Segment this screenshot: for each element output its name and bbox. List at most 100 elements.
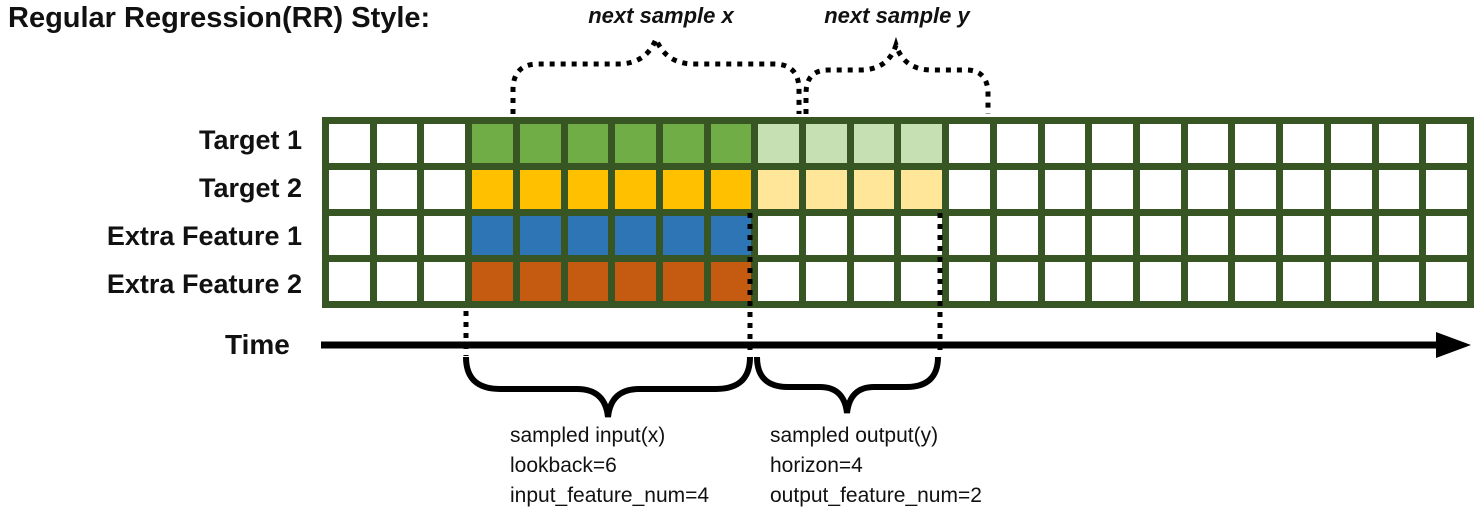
grid-cell bbox=[901, 216, 943, 255]
lookback-value: lookback=6 bbox=[510, 454, 617, 477]
row-label-target-1: Target 1 bbox=[198, 125, 302, 156]
grid-cell bbox=[615, 124, 656, 163]
grid-cell bbox=[758, 170, 800, 209]
grid-cell bbox=[1187, 262, 1229, 301]
grid-cell bbox=[519, 216, 561, 255]
grid-cell bbox=[1378, 170, 1420, 209]
grid-cell bbox=[996, 262, 1038, 301]
row-label-extra-feature-2: Extra Feature 2 bbox=[106, 268, 302, 299]
grid-cell bbox=[806, 262, 847, 301]
grid-cell bbox=[662, 262, 704, 301]
next-sample-y-label: next sample y bbox=[824, 3, 970, 28]
grid-cell bbox=[1330, 124, 1372, 163]
sampled-input-title: sampled input(x) bbox=[510, 424, 666, 447]
grid-cell bbox=[853, 262, 895, 301]
row-labels: Target 1 Target 2 Extra Feature 1 Extra … bbox=[0, 117, 310, 308]
next-sample-x-brace bbox=[510, 32, 802, 114]
grid-cell bbox=[1330, 262, 1372, 301]
grid-cell bbox=[1092, 262, 1134, 301]
grid-cell bbox=[901, 124, 943, 163]
grid-cell bbox=[1235, 262, 1277, 301]
grid-cell bbox=[853, 170, 895, 209]
grid-cell bbox=[806, 170, 847, 209]
grid-cell bbox=[1235, 216, 1277, 255]
grid-cell bbox=[949, 170, 990, 209]
grid-cell bbox=[1378, 262, 1420, 301]
grid-cell bbox=[424, 262, 466, 301]
grid-cell bbox=[1092, 124, 1134, 163]
grid-cell bbox=[1330, 170, 1372, 209]
grid-cell bbox=[901, 262, 943, 301]
grid-cell bbox=[949, 216, 990, 255]
grid-cell bbox=[1283, 262, 1324, 301]
grid-cell bbox=[710, 124, 752, 163]
grid-cell bbox=[472, 170, 513, 209]
grid-cell bbox=[710, 216, 752, 255]
grid-cell bbox=[1044, 262, 1086, 301]
next-sample-y-brace bbox=[803, 36, 991, 114]
grid-cell bbox=[615, 262, 656, 301]
grid-cell bbox=[329, 170, 370, 209]
time-axis-label: Time bbox=[225, 329, 290, 360]
grid-cell bbox=[1044, 170, 1086, 209]
time-axis-arrowhead bbox=[1436, 332, 1471, 358]
grid-cell bbox=[615, 170, 656, 209]
grid-cell bbox=[1044, 124, 1086, 163]
grid-cell bbox=[1092, 216, 1134, 255]
output-feature-num-value: output_feature_num=2 bbox=[770, 484, 982, 507]
grid-cell bbox=[424, 170, 466, 209]
grid-cell bbox=[710, 262, 752, 301]
grid-cell bbox=[996, 216, 1038, 255]
sampled-input-annotation: sampled input(x) lookback=6 input_featur… bbox=[510, 421, 709, 511]
grid-cell bbox=[1235, 124, 1277, 163]
grid-cell bbox=[329, 262, 370, 301]
next-sample-x-label: next sample x bbox=[588, 3, 734, 28]
grid-cell bbox=[1426, 124, 1467, 163]
grid-cell bbox=[1426, 262, 1467, 301]
grid-cell bbox=[1140, 216, 1181, 255]
grid-cell bbox=[1426, 216, 1467, 255]
sampled-input-brace bbox=[463, 356, 753, 418]
grid-cell bbox=[1330, 216, 1372, 255]
horizon-value: horizon=4 bbox=[770, 454, 863, 477]
row-label-target-2: Target 2 bbox=[198, 173, 302, 204]
grid-cell bbox=[567, 170, 609, 209]
grid-cell bbox=[376, 170, 418, 209]
grid-cell bbox=[424, 216, 466, 255]
grid-cell bbox=[1044, 216, 1086, 255]
grid-cell bbox=[376, 216, 418, 255]
grid-cell bbox=[1378, 216, 1420, 255]
grid-cell bbox=[996, 170, 1038, 209]
grid-cell bbox=[758, 262, 800, 301]
grid-cell bbox=[949, 262, 990, 301]
grid-cell bbox=[1092, 170, 1134, 209]
grid-cell bbox=[376, 262, 418, 301]
grid-cell bbox=[1378, 124, 1420, 163]
grid-cell bbox=[901, 170, 943, 209]
grid-cell bbox=[1140, 262, 1181, 301]
grid-cell bbox=[1187, 216, 1229, 255]
sample-grid bbox=[322, 117, 1474, 308]
sampled-output-annotation: sampled output(y) horizon=4 output_featu… bbox=[770, 421, 982, 511]
grid-cell bbox=[758, 124, 800, 163]
grid-cell bbox=[329, 124, 370, 163]
grid-cell bbox=[1187, 170, 1229, 209]
grid-cell bbox=[567, 124, 609, 163]
grid-cell bbox=[1140, 170, 1181, 209]
grid-cell bbox=[567, 216, 609, 255]
grid-cell bbox=[996, 124, 1038, 163]
grid-cell bbox=[519, 262, 561, 301]
grid-cell bbox=[1283, 216, 1324, 255]
grid-cell bbox=[567, 262, 609, 301]
grid-cell bbox=[519, 124, 561, 163]
grid-cell bbox=[615, 216, 656, 255]
row-label-extra-feature-1: Extra Feature 1 bbox=[106, 220, 302, 251]
grid-cell bbox=[853, 216, 895, 255]
grid-cell bbox=[472, 262, 513, 301]
grid-cell bbox=[662, 124, 704, 163]
grid-cell bbox=[806, 216, 847, 255]
input-feature-num-value: input_feature_num=4 bbox=[510, 484, 710, 507]
sampled-output-brace bbox=[754, 356, 941, 414]
grid-cell bbox=[710, 170, 752, 209]
